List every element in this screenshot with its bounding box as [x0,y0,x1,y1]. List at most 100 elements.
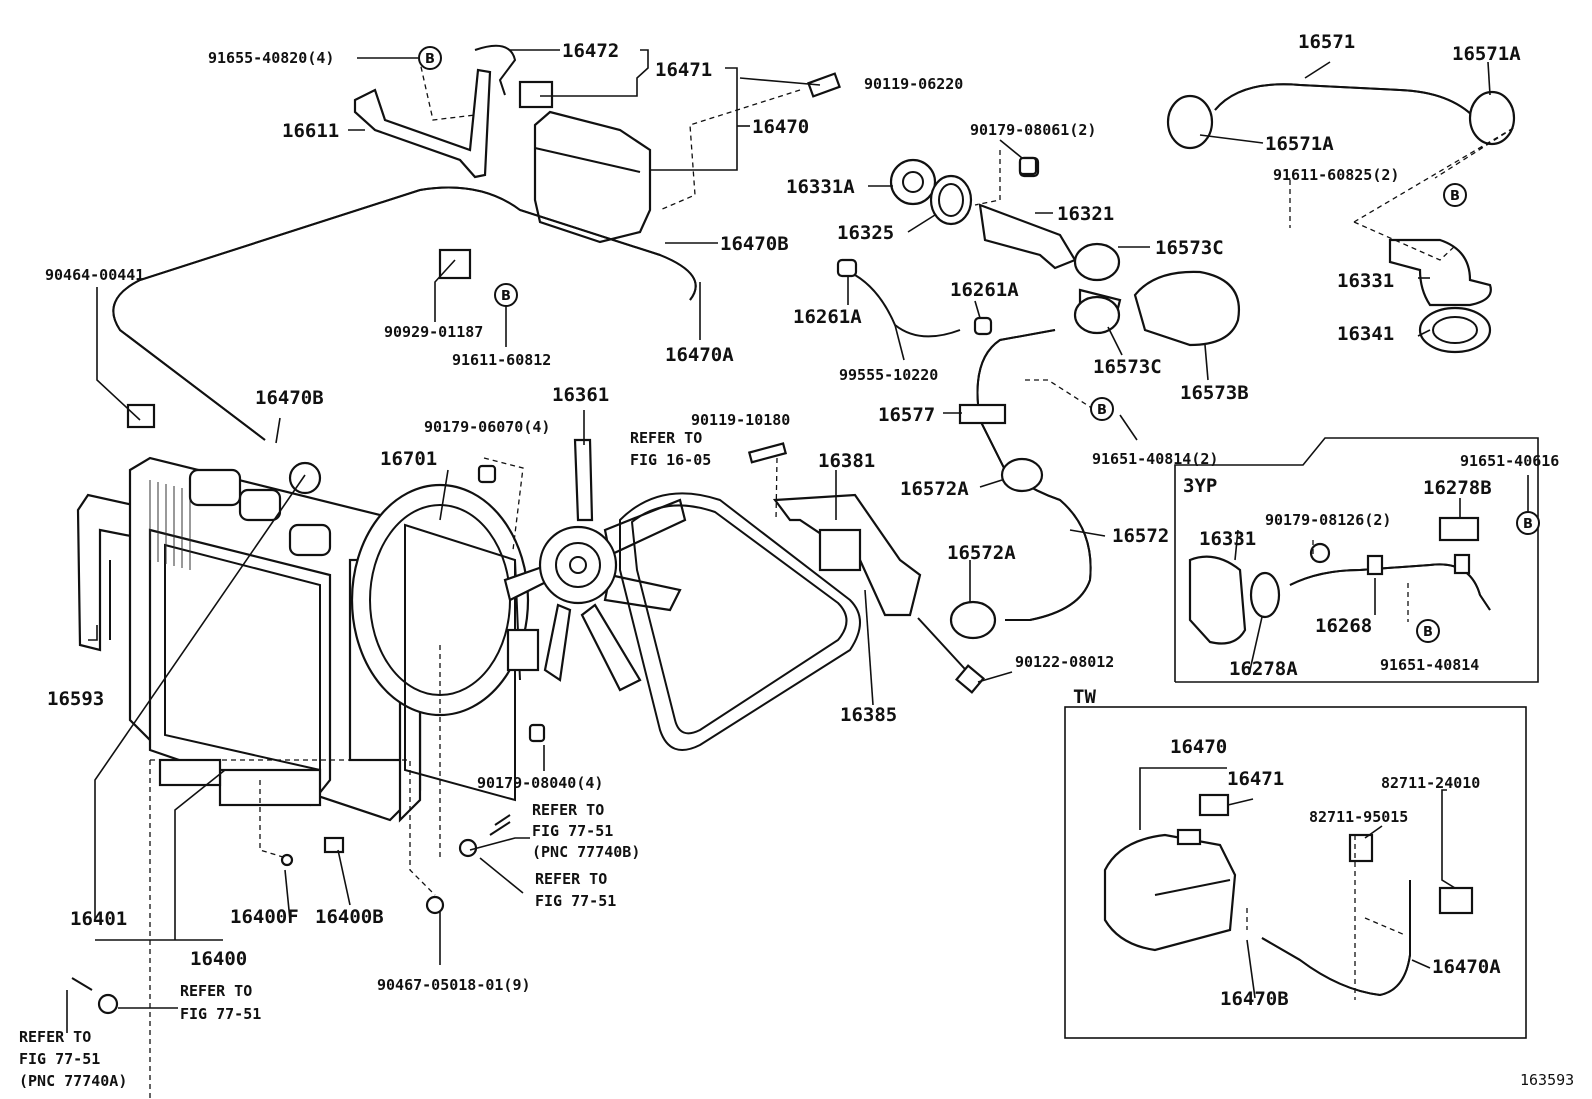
label-refer-77740a-line2: FIG 77-51 [19,1050,100,1068]
svg-text:B: B [1523,517,1533,532]
gasket-16400f-drawing [280,853,294,867]
label-16278a: 16278A [1229,658,1298,680]
label-16571a-a: 16571A [1452,43,1521,65]
3yp-water-outlet-drawing [1188,516,1491,645]
label-16470-top: 16470 [752,116,809,138]
label-16470-tw: 16470 [1170,736,1227,758]
label-91651-40814-2: 91651-40814(2) [1092,450,1218,468]
label-16470b-mid: 16470B [255,387,324,409]
label-90119-10180: 90119-10180 [691,411,790,429]
leader-lines [66,49,1529,1033]
tw-reservoir-drawing [1103,793,1474,952]
bolt-90119-10180-drawing [747,442,788,464]
box-3yp-frame [1174,437,1539,683]
label-16572a-b: 16572A [947,542,1016,564]
nut-90179-08040-drawing [528,723,546,743]
svg-text:B: B [425,52,435,67]
bolt-90122-08012-drawing [917,617,985,694]
label-16278b: 16278B [1423,477,1492,499]
bracket-16611-drawing [353,68,492,179]
svg-text:B: B [1450,189,1460,204]
reservoir-tank-drawing [474,44,652,244]
part-labels: 91655-40820(4) 16472 16471 90119-06220 1… [19,31,1574,1090]
label-90179-08040: 90179-08040(4) [477,774,603,792]
label-refer-16-05-line2: FIG 16-05 [630,451,711,469]
label-16593: 16593 [47,688,104,710]
label-91651-40814: 91651-40814 [1380,656,1479,674]
label-refer-77740a-line3: (PNC 77740A) [19,1072,127,1090]
nut-90179-06070-drawing [477,464,497,484]
label-3yp: 3YP [1183,475,1217,497]
label-refer-77740b-line1: REFER TO [532,801,604,819]
label-16400f: 16400F [230,906,299,928]
label-16261a-left: 16261A [793,306,862,328]
label-82711-95015: 82711-95015 [1309,808,1408,826]
label-refer-bl-line2: FIG 77-51 [180,1005,261,1023]
dashed-reference-lines [149,57,1516,1099]
label-tw: TW [1073,686,1096,708]
label-refer-77-51-line1: REFER TO [535,870,607,888]
tw-overflow-hose-drawing [1261,880,1411,997]
callout-b-markers: B B B B B B [418,46,1540,643]
lower-hose-assembly-drawing [949,242,1121,640]
label-16400b: 16400B [315,906,384,928]
label-16261a-right: 16261A [950,279,1019,301]
label-90467-05018: 90467-05018-01(9) [377,976,531,994]
box-tw-frame [1064,706,1527,1039]
label-16577: 16577 [878,404,935,426]
label-90929-01187: 90929-01187 [384,323,483,341]
v-belt-drawing [619,492,861,751]
label-16385: 16385 [840,704,897,726]
label-16573c-a: 16573C [1155,237,1224,259]
label-90179-08061: 90179-08061(2) [970,121,1096,139]
label-91651-40616: 91651-40616 [1460,452,1559,470]
label-16470a-tw: 16470A [1432,956,1501,978]
label-16341: 16341 [1337,323,1394,345]
label-16401: 16401 [70,908,127,930]
figure-number: 163593 [1520,1071,1574,1089]
label-91611-60825: 91611-60825(2) [1273,166,1399,184]
label-16572a-a: 16572A [900,478,969,500]
label-16472: 16472 [562,40,619,62]
label-16381: 16381 [818,450,875,472]
label-99555-10220: 99555-10220 [839,366,938,384]
label-16611: 16611 [282,120,339,142]
nut-90179-08061-drawing [1018,156,1038,176]
thermostat-housing-drawing [889,156,1077,270]
label-91611-60812: 91611-60812 [452,351,551,369]
label-90179-06070: 90179-06070(4) [424,418,550,436]
label-16471-top: 16471 [655,59,712,81]
clip-90467-drawing [425,895,445,915]
label-16470a-top: 16470A [665,344,734,366]
label-91655-40820: 91655-40820(4) [208,49,334,67]
label-16331a: 16331A [786,176,855,198]
label-16361: 16361 [552,384,609,406]
label-16573c-b: 16573C [1093,356,1162,378]
label-82711-24010: 82711-24010 [1381,774,1480,792]
label-16400: 16400 [190,948,247,970]
label-16470b-top: 16470B [720,233,789,255]
label-refer-bl-line1: REFER TO [180,982,252,1000]
drain-cock-16400b-drawing [323,836,345,854]
label-16572: 16572 [1112,525,1169,547]
bolt-90119-06220-drawing [807,72,841,98]
water-outlet-16331-drawing [1388,238,1492,354]
label-16471-tw: 16471 [1227,768,1284,790]
label-16573b: 16573B [1180,382,1249,404]
label-90119-06220: 90119-06220 [864,75,963,93]
label-16325: 16325 [837,222,894,244]
label-90122-08012: 90122-08012 [1015,653,1114,671]
label-16571a-b: 16571A [1265,133,1334,155]
label-16268: 16268 [1315,615,1372,637]
label-16701: 16701 [380,448,437,470]
bracket-16381-drawing [772,493,922,617]
svg-text:B: B [501,289,511,304]
label-refer-77740b-line3: (PNC 77740B) [532,843,640,861]
label-refer-77740a-line1: REFER TO [19,1028,91,1046]
label-refer-16-05-line1: REFER TO [630,429,702,447]
label-16571: 16571 [1298,31,1355,53]
svg-text:B: B [1423,625,1433,640]
svg-text:B: B [1097,403,1107,418]
